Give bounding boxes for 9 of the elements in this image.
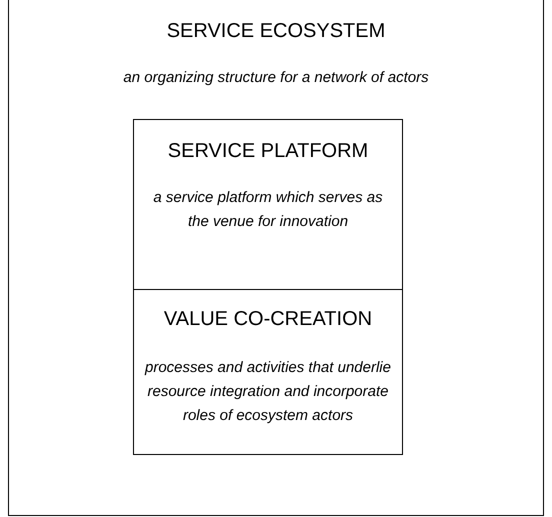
description: a service platform which serves as the venue for innovation [152, 188, 384, 232]
heading: SERVICE PLATFORM [166, 140, 370, 163]
description: processes and activities that underlie resource integration and incorporate roles of ecosystem actors [144, 358, 392, 426]
ecosystem-box [8, 0, 544, 516]
content-box [133, 289, 403, 455]
content-box [133, 119, 403, 290]
heading: SERVICE ECOSYSTEM [166, 20, 386, 43]
description: an organizing structure for a network of actors [122, 68, 430, 88]
heading: VALUE CO-CREATION [162, 308, 374, 331]
